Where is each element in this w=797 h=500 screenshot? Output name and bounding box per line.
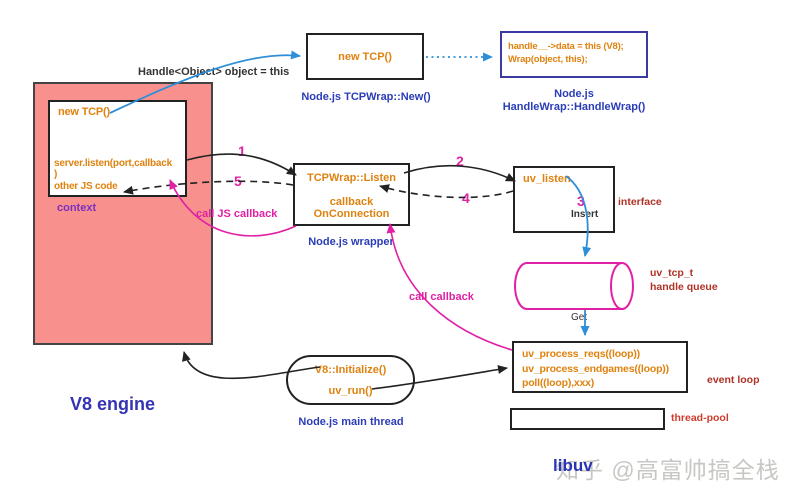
js-code-box: new TCP() server.listen(port,callback ) … <box>48 100 187 197</box>
uv-process-reqs-label: uv_process_reqs((loop)) <box>522 348 640 360</box>
tcpwrap-new-label: new TCP() <box>338 50 392 63</box>
handlewrap-caption-line2: HandleWrap::HandleWrap() <box>502 101 646 113</box>
step-3-label: 3 <box>577 193 585 209</box>
thread-pool-box <box>510 408 665 430</box>
tcpwrap-onconnection-label: OnConnection <box>313 208 390 220</box>
step-1-label: 1 <box>238 143 246 159</box>
nodejs-wrapper-caption: Node.js wrapper <box>308 236 394 248</box>
js-code-other: other JS code <box>54 180 118 192</box>
main-thread-caption: Node.js main thread <box>298 416 404 428</box>
js-code-server-listen: server.listen(port,callback <box>54 157 172 169</box>
step-2-label: 2 <box>456 153 464 169</box>
handlewrap-caption-line1: Node.js <box>554 88 594 100</box>
handlewrap-caption: Node.js HandleWrap::HandleWrap() <box>494 88 654 114</box>
event-loop-caption: event loop <box>707 374 760 386</box>
handlewrap-code-2: Wrap(object, this); <box>508 54 588 65</box>
handle-object-note: Handle<Object> object = this <box>138 66 290 78</box>
uv-process-endgames-label: uv_process_endgames((loop)) <box>522 362 669 375</box>
tcpwrap-new-box: new TCP() <box>306 33 424 80</box>
handlewrap-box: handle__->data = this (V8); Wrap(object,… <box>500 31 648 78</box>
call-js-callback-label: call JS callback <box>196 208 278 220</box>
libuv-label: libuv <box>553 456 593 475</box>
watermark: 知乎 @高富帅搞全栈 <box>556 457 780 483</box>
uv-listen-label: uv_listen <box>523 173 571 185</box>
insert-label: Insert <box>571 209 599 220</box>
v8-engine-label: V8 engine <box>70 394 156 414</box>
uv-listen-box: uv_listen 3 Insert <box>513 166 615 233</box>
js-code-paren: ) <box>54 169 58 180</box>
handlewrap-code-1: handle__->data = this (V8); <box>508 41 624 52</box>
interface-caption: interface <box>618 196 662 208</box>
get-label: Get <box>571 312 588 323</box>
tcpwrap-listen-box: TCPWrap::Listen callback OnConnection <box>293 163 410 226</box>
thread-pool-caption: thread-pool <box>671 412 729 424</box>
tcpwrap-callback-label: callback <box>329 196 374 208</box>
tcpwrap-listen-title: TCPWrap::Listen <box>306 172 397 184</box>
step-5-label: 5 <box>234 173 242 189</box>
handle-queue-cylinder <box>514 262 634 310</box>
main-thread-stadium: V8::Initialize() uv_run() <box>286 355 415 405</box>
context-label: context <box>57 202 97 214</box>
js-code-new-tcp: new TCP() <box>58 106 110 118</box>
uv-run-label: uv_run() <box>328 385 373 397</box>
handle-queue-label: handle queue <box>650 281 718 293</box>
tcpwrap-new-caption: Node.js TCPWrap::New() <box>301 91 431 103</box>
event-loop-box: uv_process_reqs((loop)) uv_process_endga… <box>512 341 688 393</box>
step-4-label: 4 <box>462 190 470 206</box>
uv-tcp-t-label: uv_tcp_t <box>650 267 694 279</box>
poll-label: poll((loop),xxx) <box>522 377 595 389</box>
v8-initialize-label: V8::Initialize() <box>314 364 387 376</box>
call-callback-label: call callback <box>409 291 474 303</box>
